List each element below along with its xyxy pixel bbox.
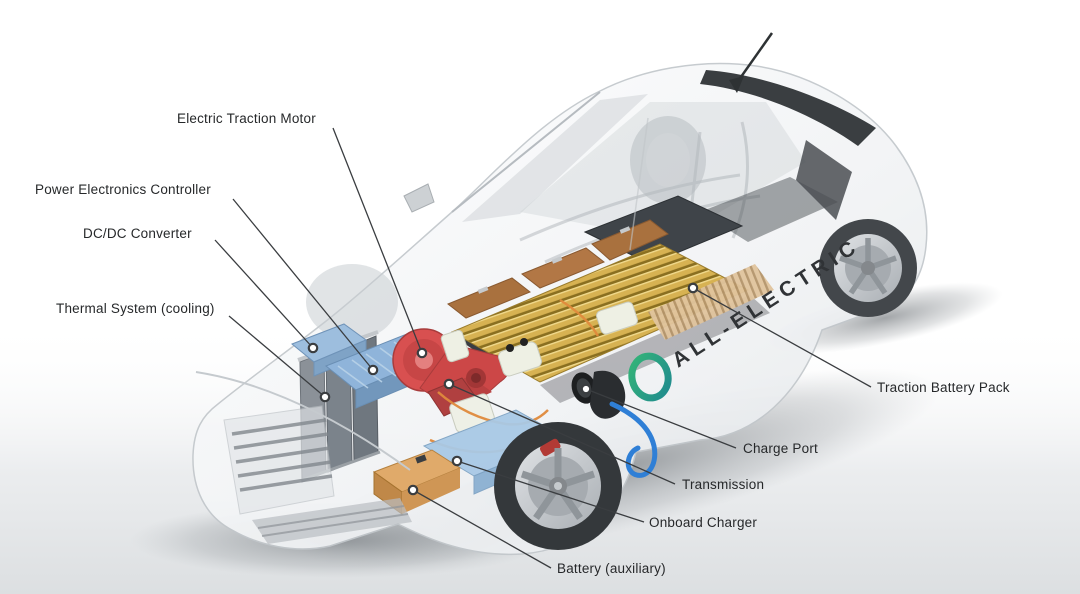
front-wheel: [494, 422, 622, 550]
charge-cable: [609, 401, 658, 478]
rear-wheel: [819, 219, 917, 317]
windshield: [462, 94, 648, 222]
battery-bus-rails: [447, 219, 669, 319]
dot-transmission: [443, 378, 455, 390]
leader-transmission: [448, 383, 676, 485]
label-dc-dc-converter: DC/DC Converter: [83, 226, 192, 241]
dot-onboard-charger: [451, 455, 463, 467]
leader-power-electronics-controller: [232, 198, 374, 371]
label-charge-port: Charge Port: [743, 441, 818, 456]
leader-battery-auxiliary: [412, 489, 552, 569]
leader-onboard-charger: [456, 460, 645, 523]
callout-dots: [307, 282, 699, 496]
dot-thermal-system: [319, 391, 331, 403]
leader-traction-battery-pack: [692, 287, 872, 388]
side-mirror: [403, 183, 435, 213]
label-transmission: Transmission: [682, 477, 765, 492]
brake-caliper: [539, 438, 561, 457]
a-pillar-line: [451, 91, 601, 213]
dot-traction-battery-pack: [687, 282, 699, 294]
dot-charge-port: [580, 383, 592, 395]
label-thermal-system-cooling: Thermal System (cooling): [56, 301, 215, 316]
roof-accents: [403, 32, 876, 251]
leader-lines: [214, 127, 872, 569]
dot-battery-auxiliary: [407, 484, 419, 496]
dot-electric-traction-motor: [416, 347, 428, 359]
label-traction-battery-pack: Traction Battery Pack: [877, 380, 1010, 395]
dot-dc-dc-converter: [307, 342, 319, 354]
antenna: [729, 32, 774, 93]
label-electric-traction-motor: Electric Traction Motor: [177, 111, 316, 126]
rear-window-stripe: [700, 70, 876, 146]
leader-electric-traction-motor: [332, 127, 423, 354]
dot-power-electronics-controller: [367, 364, 379, 376]
leader-charge-port: [585, 388, 737, 449]
rear-quarter-window: [796, 140, 852, 220]
label-onboard-charger: Onboard Charger: [649, 515, 758, 530]
green-ring-logo: [628, 352, 672, 402]
lower-intake: [252, 498, 412, 544]
far-front-wheel: [306, 264, 398, 340]
label-power-electronics-controller: Power Electronics Controller: [35, 182, 211, 197]
front-grille: [195, 371, 412, 544]
hood-edge: [195, 371, 411, 471]
leader-thermal-system: [228, 315, 326, 398]
leader-dc-dc-converter: [214, 239, 314, 349]
label-battery-auxiliary: Battery (auxiliary): [557, 561, 666, 576]
battery-fins: [648, 264, 774, 340]
